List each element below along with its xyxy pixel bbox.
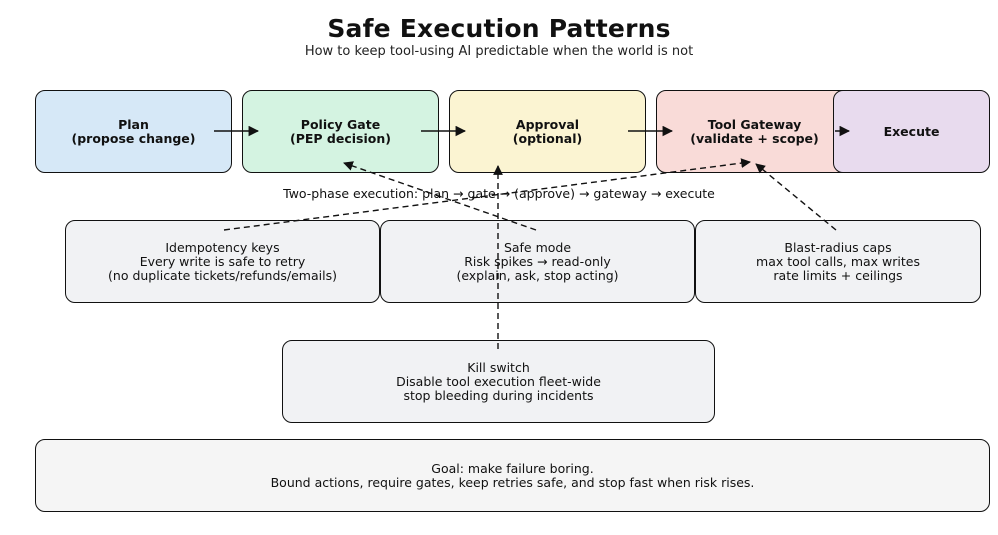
stage-plan-title: Plan: [118, 116, 149, 132]
stage-tool-gateway-title: Tool Gateway: [707, 116, 802, 132]
diagram-subtitle: How to keep tool-using AI predictable wh…: [304, 44, 694, 59]
pattern-safe-mode-line2: Risk spikes → read-only: [464, 253, 611, 269]
stage-execute-title: Execute: [883, 123, 940, 139]
pattern-blast-radius-title: Blast-radius caps: [784, 239, 892, 255]
pattern-idempotency-line2: Every write is safe to retry: [139, 253, 306, 269]
kill-switch-box: Kill switch Disable tool execution fleet…: [282, 340, 715, 423]
pattern-blast-radius-line2: max tool calls, max writes: [756, 253, 920, 269]
stage-plan: Plan (propose change): [35, 90, 232, 173]
stage-policy-gate: Policy Gate (PEP decision): [242, 90, 439, 173]
stage-policy-gate-title: Policy Gate: [300, 116, 381, 132]
arrow-blast-radius-to-gateway: [755, 163, 837, 231]
goal-line1: Goal: make failure boring.: [431, 460, 594, 476]
pattern-safe-mode: Safe mode Risk spikes → read-only (expla…: [380, 220, 695, 303]
pattern-idempotency-keys: Idempotency keys Every write is safe to …: [65, 220, 380, 303]
pattern-idempotency-title: Idempotency keys: [165, 239, 280, 255]
pattern-blast-radius-line3: rate limits + ceilings: [773, 267, 903, 283]
pattern-blast-radius-caps: Blast-radius caps max tool calls, max wr…: [695, 220, 981, 303]
stage-approval-subtitle: (optional): [512, 130, 583, 146]
arrow-safe-mode-to-policy: [343, 161, 537, 231]
goal-line2: Bound actions, require gates, keep retri…: [270, 474, 755, 490]
arrow-idempotency-to-gateway: [223, 158, 751, 231]
stage-plan-subtitle: (propose change): [71, 130, 196, 146]
stage-execute: Execute: [833, 90, 990, 173]
kill-switch-line2: Disable tool execution fleet-wide: [396, 373, 601, 389]
flow-note: Two-phase execution: plan → gate → (appr…: [283, 186, 715, 201]
kill-switch-line3: stop bleeding during incidents: [403, 387, 594, 403]
goal-box: Goal: make failure boring. Bound actions…: [35, 439, 990, 512]
stage-policy-gate-subtitle: (PEP decision): [290, 130, 391, 146]
kill-switch-title: Kill switch: [467, 359, 530, 375]
stage-tool-gateway-subtitle: (validate + scope): [690, 130, 819, 146]
stage-approval: Approval (optional): [449, 90, 646, 173]
diagram-title: Safe Execution Patterns: [327, 14, 671, 43]
pattern-idempotency-line3: (no duplicate tickets/refunds/emails): [108, 267, 337, 283]
pattern-safe-mode-line3: (explain, ask, stop acting): [456, 267, 619, 283]
stage-approval-title: Approval: [515, 116, 580, 132]
stage-tool-gateway: Tool Gateway (validate + scope): [656, 90, 853, 173]
pattern-safe-mode-title: Safe mode: [503, 239, 572, 255]
